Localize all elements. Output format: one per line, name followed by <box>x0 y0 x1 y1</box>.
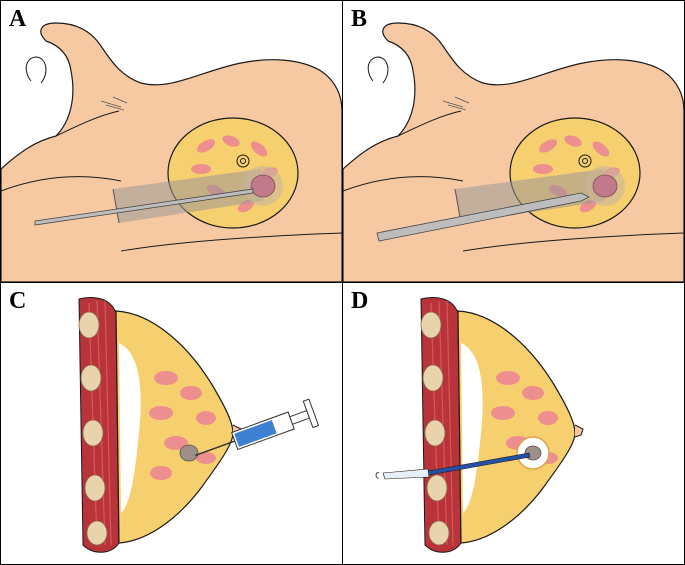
panel-label-b: B <box>351 6 368 32</box>
body-lower-line <box>462 232 684 252</box>
panel-b-illustration <box>343 22 684 282</box>
body-lower-line <box>120 232 342 252</box>
nipple-profile <box>574 424 584 438</box>
panel-c: C <box>1 283 343 564</box>
biopsy-needle <box>34 188 254 226</box>
ear <box>367 56 389 84</box>
panel-label-a: A <box>9 6 27 32</box>
panel-c-illustration <box>78 297 320 553</box>
lesion <box>250 174 276 198</box>
panel-label-c: C <box>9 288 27 314</box>
syringe-icon <box>195 398 320 457</box>
ablation-probe-icon <box>375 452 531 480</box>
neck-shading <box>442 96 470 111</box>
core-biopsy-device <box>376 192 590 242</box>
breast-profile <box>457 310 576 544</box>
ribs <box>420 311 450 546</box>
lesion <box>592 174 618 198</box>
lesion <box>179 444 199 462</box>
shoulder-line <box>343 176 464 192</box>
panel-d: D <box>343 283 684 564</box>
gland-lobules <box>149 371 216 480</box>
retromammary-space <box>119 343 141 513</box>
nipple <box>236 154 250 168</box>
ear <box>25 56 47 84</box>
retromammary-space <box>461 343 483 513</box>
jaw-line <box>397 110 462 137</box>
panel-label-d: D <box>351 288 369 314</box>
neck-shading <box>100 96 128 111</box>
ultrasound-beam <box>113 169 263 223</box>
ribs <box>78 311 108 546</box>
panel-d-illustration <box>375 297 584 553</box>
jaw-line <box>55 110 120 137</box>
panel-a-illustration <box>1 22 342 282</box>
shoulder-line <box>1 176 122 192</box>
nipple <box>578 154 592 168</box>
panel-a: A <box>1 1 343 283</box>
ultrasound-beam <box>455 169 605 223</box>
panel-b: B <box>343 1 684 283</box>
